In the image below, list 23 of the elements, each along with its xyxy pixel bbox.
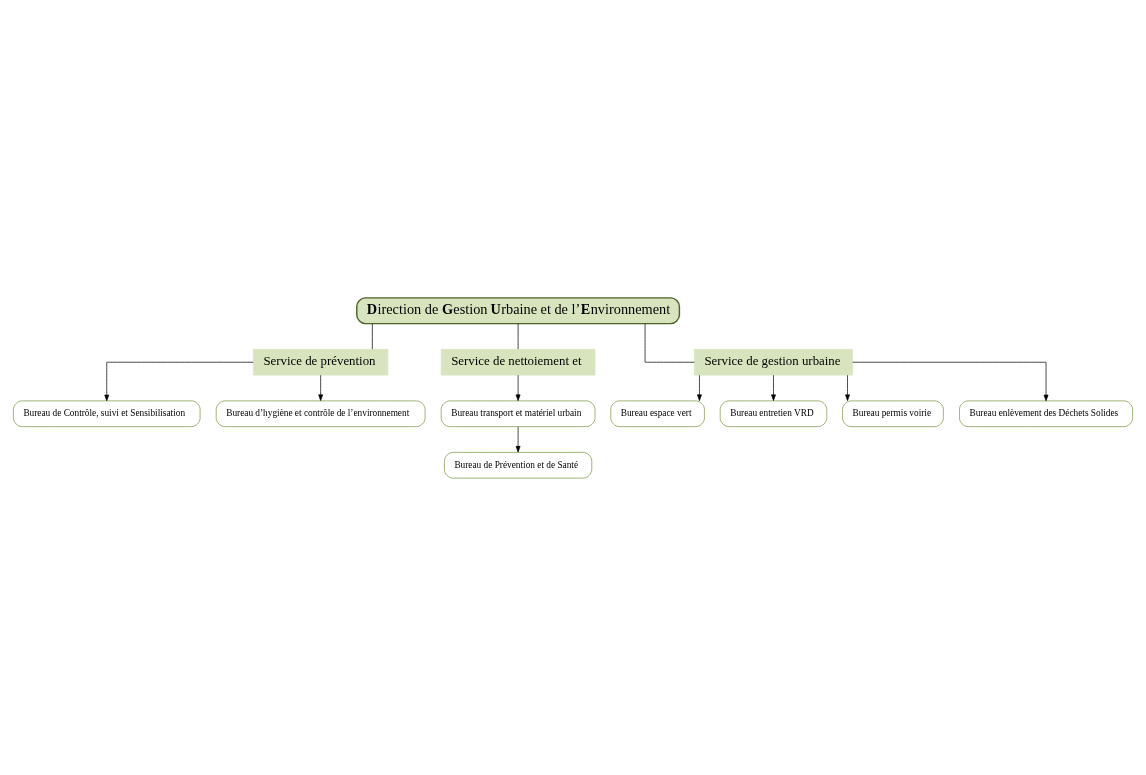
- node-box: Bureau enlèvement des Déchets Solides: [959, 400, 1133, 427]
- node-box: Service de gestion urbaine: [694, 348, 853, 375]
- arrow: [845, 374, 850, 401]
- node-box: Bureau de Contrôle, suivi et Sensibilisation: [13, 400, 201, 427]
- node-box: Direction de Gestion Urbaine et de l’Environnement: [356, 296, 681, 324]
- arrow: [318, 374, 323, 401]
- node-box: Service de prévention: [253, 348, 389, 375]
- connector: [517, 322, 519, 349]
- arrow: [771, 374, 776, 401]
- node-box: Bureau espace vert: [610, 400, 705, 427]
- arrow: [852, 361, 1049, 401]
- arrow: [515, 374, 521, 401]
- node-box: Bureau entretien VRD: [719, 400, 828, 427]
- arrow: [697, 374, 702, 401]
- connector: [644, 322, 695, 363]
- node-box: Bureau de Prévention et de Santé: [444, 451, 593, 478]
- node-box: Bureau d’hygiène et contrôle de l’environnement: [215, 400, 426, 427]
- arrow: [515, 425, 521, 452]
- connector: [371, 322, 373, 349]
- node-box: Service de nettoiement et: [440, 348, 596, 375]
- node-box: Bureau transport et matériel urbain: [440, 400, 596, 427]
- arrow: [104, 361, 254, 401]
- node-box: Bureau permis voirie: [842, 400, 944, 427]
